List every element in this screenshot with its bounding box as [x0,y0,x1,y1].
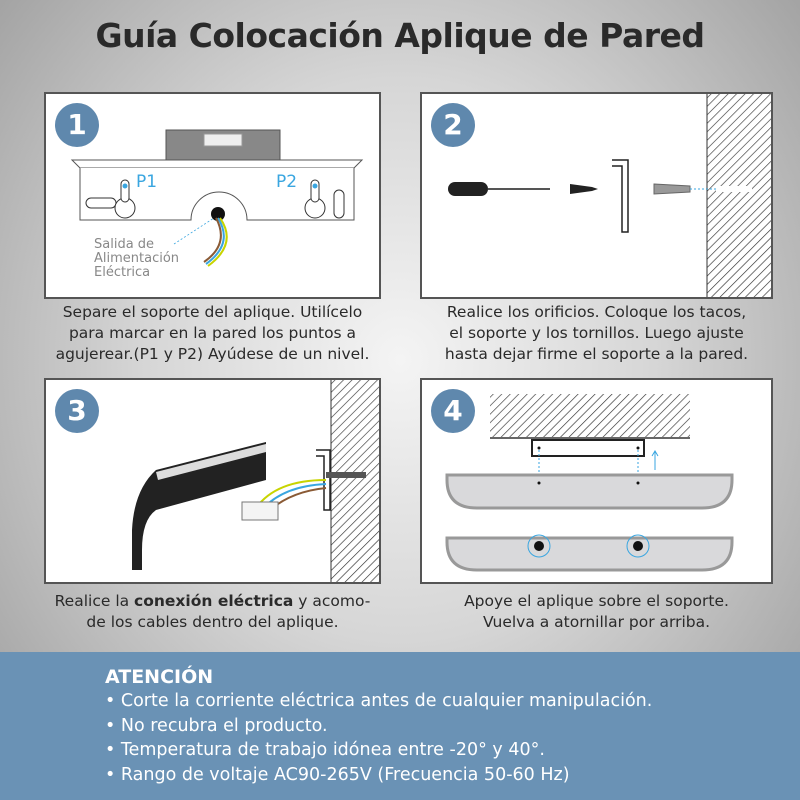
caption-line: Apoye el aplique sobre el soporte. [464,592,729,610]
caption-line: Separe el soporte del aplique. Utilícelo [62,303,363,321]
step-number-badge: 1 [55,103,99,147]
step-2-panel: 2 [420,92,773,299]
step-1-caption: Separe el soporte del aplique. Utilícelo… [20,302,405,365]
step-1-panel: 1 P1 P2 Salida de Alimentación Eléctrica [44,92,381,299]
page-title: Guía Colocación Aplique de Pared [95,16,706,55]
step-number-badge: 4 [431,389,475,433]
caption-text: y acomo- [293,592,371,610]
step-number-badge: 2 [431,103,475,147]
outlet-label-line: Alimentación [94,251,180,266]
step-4-panel: 4 [420,378,773,584]
outlet-label: Salida de Alimentación Eléctrica [94,238,179,280]
outlet-label-line: Eléctrica [94,265,151,280]
attention-item: • Corte la corriente eléctrica antes de … [105,691,653,711]
step-2-caption: Realice los orificios. Coloque los tacos… [400,302,793,365]
attention-item: • Temperatura de trabajo idónea entre -2… [105,740,545,760]
attention-box: ATENCIÓN • Corte la corriente eléctrica … [0,652,800,800]
caption-line: Vuelva a atornillar por arriba. [482,613,711,631]
caption-line: el soporte y los tornillos. Luego ajuste [449,324,744,342]
label-p2: P2 [276,172,298,192]
step-3-caption: Realice la conexión eléctrica y acomo- d… [20,591,405,633]
caption-line: de los cables dentro del aplique. [86,613,339,631]
attention-item: • Rango de voltaje AC90-265V (Frecuencia… [105,764,570,785]
caption-line: agujerear.(P1 y P2) Ayúdese de un nivel. [55,345,370,363]
attention-heading: ATENCIÓN [105,666,214,688]
caption-line: Realice la conexión eléctrica y acomo- [20,591,405,612]
caption-line: Realice los orificios. Coloque los tacos… [446,303,747,321]
caption-text: Realice la [54,592,135,610]
caption-line: hasta dejar firme el soporte a la pared. [444,345,749,363]
step-number-badge: 3 [55,389,99,433]
attention-list: • Corte la corriente eléctrica antes de … [105,689,800,787]
step-3-panel: 3 [44,378,381,584]
wiring-illustration [132,380,379,582]
drill-screw-illustration [448,94,771,297]
mount-illustration [445,394,734,572]
attention-item: • No recubra el producto. [105,715,328,736]
step-4-caption: Apoye el aplique sobre el soporte. Vuelv… [400,591,793,633]
label-p1: P1 [136,172,158,192]
bracket-level-illustration [70,129,364,267]
outlet-label-line: Salida de [94,237,155,252]
caption-line: para marcar en la pared los puntos a [68,324,357,342]
caption-bold: conexión eléctrica [134,592,294,610]
